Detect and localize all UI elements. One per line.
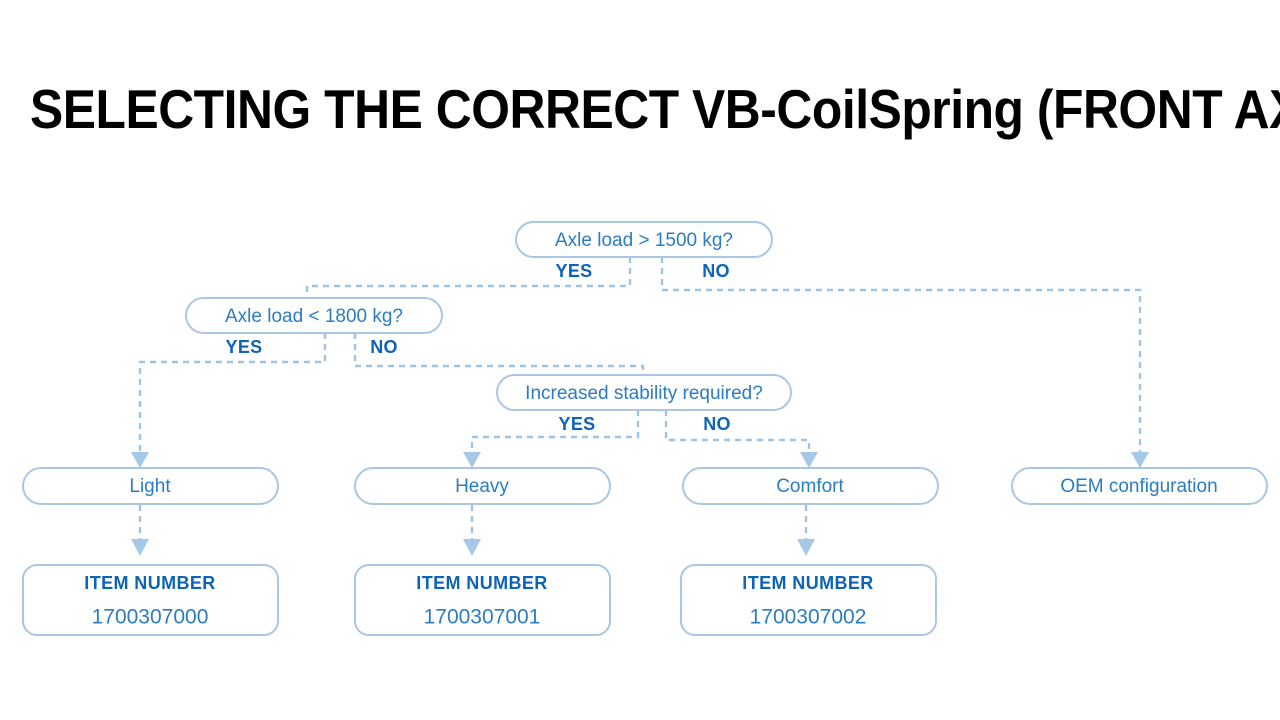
- edge-q1-yes-to-q2: [305, 257, 632, 300]
- edge-q3-yes-to-heavy: [470, 410, 640, 455]
- result-node-comfort-label: Comfort: [776, 476, 844, 497]
- result-node-heavy-shape[interactable]: [354, 467, 611, 505]
- decision-node-axle-load-1500-shape[interactable]: [515, 221, 773, 258]
- arrowhead-light: [131, 452, 149, 468]
- item-number-card-3-value: 1700307002: [750, 606, 867, 629]
- decision-node-axle-load-1800-label: Axle load < 1800 kg?: [225, 306, 403, 327]
- decision-node-axle-load-1800[interactable]: Axle load < 1800 kg?: [185, 297, 443, 334]
- branch-label-q1-no: NO: [702, 261, 730, 281]
- item-number-card-1[interactable]: ITEM NUMBER 1700307000: [22, 564, 279, 636]
- result-node-comfort-shape[interactable]: [682, 467, 939, 505]
- result-node-oem-configuration-label: OEM configuration: [1060, 476, 1217, 497]
- result-node-comfort[interactable]: Comfort: [682, 467, 939, 505]
- decision-node-axle-load-1500[interactable]: Axle load > 1500 kg?: [515, 221, 773, 258]
- arrowhead-comfort: [800, 452, 818, 468]
- result-node-oem-configuration-shape[interactable]: [1011, 467, 1268, 505]
- item-number-card-2-title: ITEM NUMBER: [416, 573, 547, 593]
- edge-q1-no-to-oem: [660, 257, 1142, 455]
- item-number-card-1-value: 1700307000: [92, 606, 209, 629]
- edge-q3-no-to-comfort: [664, 410, 811, 455]
- decision-node-axle-load-1800-shape[interactable]: [185, 297, 443, 334]
- page-title: SELECTING THE CORRECT VB-CoilSpring (FRO…: [30, 78, 1280, 140]
- item-number-card-2-value: 1700307001: [424, 606, 541, 629]
- item-number-card-1-title: ITEM NUMBER: [84, 573, 215, 593]
- branch-label-q3-no: NO: [703, 414, 731, 434]
- result-node-oem-configuration[interactable]: OEM configuration: [1011, 467, 1268, 505]
- arrowhead-item1: [131, 539, 149, 556]
- result-node-light-label: Light: [129, 476, 171, 497]
- item-number-card-3-title: ITEM NUMBER: [742, 573, 873, 593]
- decision-node-increased-stability[interactable]: Increased stability required?: [496, 374, 792, 411]
- decision-node-increased-stability-shape[interactable]: [496, 374, 792, 411]
- arrowhead-item2: [463, 539, 481, 556]
- item-number-card-3-shape[interactable]: [680, 564, 937, 636]
- result-node-heavy-label: Heavy: [455, 476, 509, 497]
- branch-label-q3-yes: YES: [559, 414, 596, 434]
- branch-label-q2-no: NO: [370, 337, 398, 357]
- result-node-light-shape[interactable]: [22, 467, 279, 505]
- item-number-card-2[interactable]: ITEM NUMBER 1700307001: [354, 564, 611, 636]
- result-node-light[interactable]: Light: [22, 467, 279, 505]
- edge-q2-yes-to-light: [138, 333, 327, 455]
- decision-node-increased-stability-label: Increased stability required?: [525, 383, 763, 404]
- item-number-card-2-shape[interactable]: [354, 564, 611, 636]
- arrowhead-heavy: [463, 452, 481, 468]
- connector-layer: [131, 257, 1149, 556]
- edge-q2-no-to-q3: [353, 333, 645, 376]
- arrowhead-oem: [1131, 452, 1149, 468]
- arrowhead-item3: [797, 539, 815, 556]
- result-node-heavy[interactable]: Heavy: [354, 467, 611, 505]
- branch-label-q2-yes: YES: [226, 337, 263, 357]
- item-number-card-1-shape[interactable]: [22, 564, 279, 636]
- item-number-card-3[interactable]: ITEM NUMBER 1700307002: [680, 564, 937, 636]
- decision-node-axle-load-1500-label: Axle load > 1500 kg?: [555, 230, 733, 251]
- branch-label-q1-yes: YES: [556, 261, 593, 281]
